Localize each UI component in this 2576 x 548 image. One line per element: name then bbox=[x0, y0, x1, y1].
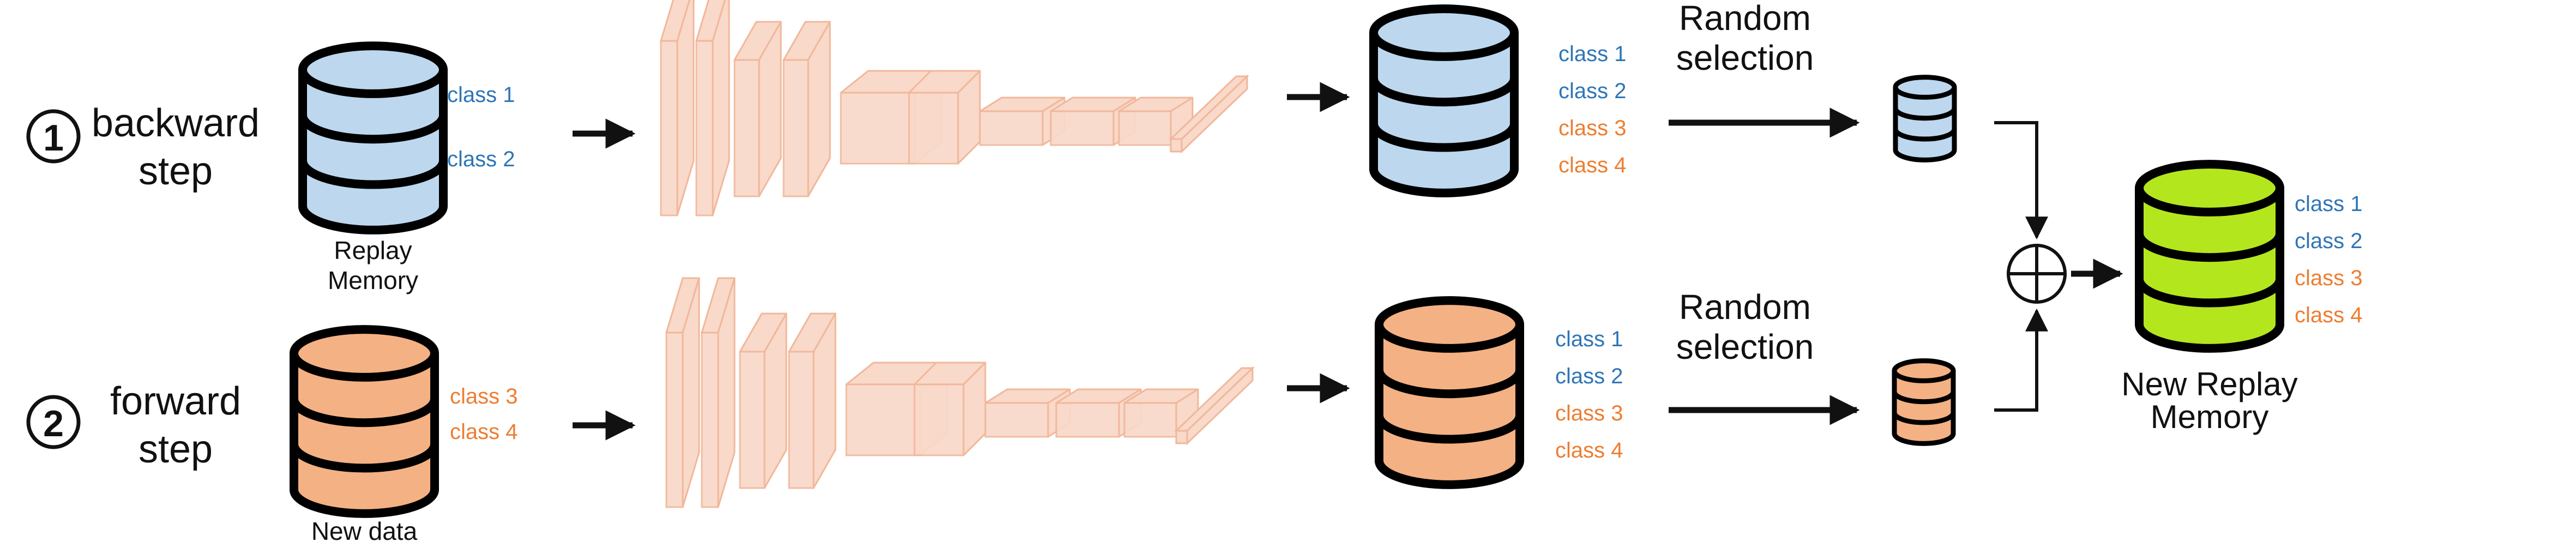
step-title-line2: step bbox=[139, 149, 213, 193]
network-layer-block bbox=[908, 70, 981, 165]
network-layer-block bbox=[979, 97, 1066, 146]
step-number: 1 bbox=[43, 117, 64, 159]
step-number-circle bbox=[26, 395, 81, 449]
step-number: 2 bbox=[43, 403, 64, 444]
output-class-label: class 4 bbox=[1558, 153, 1627, 177]
input-class-label: class 3 bbox=[450, 384, 518, 408]
selected-database-icon-top bbox=[1893, 75, 1957, 162]
output-class-label: class 4 bbox=[1555, 438, 1623, 462]
new-data-label: New data bbox=[311, 517, 418, 545]
network-layer-block bbox=[701, 277, 736, 508]
new-data-database-icon bbox=[290, 325, 439, 518]
connector-bottom-to-combine bbox=[1994, 308, 2048, 412]
result-class-label: class 2 bbox=[2295, 229, 2363, 253]
result-class-label: class 4 bbox=[2295, 303, 2363, 327]
output-class-label: class 1 bbox=[1558, 42, 1627, 66]
network-layer-block bbox=[783, 21, 831, 197]
network-output-layer bbox=[1169, 74, 1249, 154]
new-replay-memory-label-line1: New Replay bbox=[2121, 366, 2297, 402]
networks bbox=[660, 0, 1255, 508]
result-class-label: class 1 bbox=[2295, 192, 2363, 216]
databases bbox=[290, 4, 2284, 518]
step-number-circle bbox=[26, 109, 81, 164]
connector-top-to-combine bbox=[1994, 121, 2048, 240]
selected-database-icon-bottom bbox=[1892, 358, 1956, 446]
output-class-label: class 3 bbox=[1558, 116, 1627, 140]
network-layer-block bbox=[695, 0, 730, 216]
network-layer-block bbox=[665, 277, 700, 508]
new-replay-memory-database-icon bbox=[2135, 160, 2284, 353]
network-layer-block bbox=[739, 312, 787, 489]
arrows bbox=[573, 82, 2123, 441]
random-selection-label-line1: Random bbox=[1679, 0, 1811, 38]
network-output-layer bbox=[1174, 366, 1255, 445]
replay-memory-label-line2: Memory bbox=[328, 266, 418, 294]
input-class-label: class 1 bbox=[447, 83, 515, 107]
result-class-label: class 3 bbox=[2295, 266, 2363, 290]
step-title-line2: step bbox=[139, 427, 213, 471]
input-class-label: class 4 bbox=[450, 420, 518, 444]
input-class-label: class 2 bbox=[447, 147, 515, 171]
step-title-line1: backward bbox=[92, 101, 260, 145]
forward-network bbox=[665, 277, 1255, 508]
forward-step-label: 2 forward step bbox=[26, 380, 241, 471]
output-class-label: class 1 bbox=[1555, 327, 1623, 351]
backward-network bbox=[660, 0, 1249, 216]
network-layer-block bbox=[913, 362, 986, 456]
backward-step-label: 1 backward step bbox=[26, 101, 260, 193]
output-class-label: class 2 bbox=[1555, 364, 1623, 388]
random-selection-label-line2: selection bbox=[1676, 327, 1814, 366]
step-title-line1: forward bbox=[110, 380, 241, 423]
replay-memory-database-icon bbox=[298, 41, 448, 234]
output-database-icon-bottom bbox=[1375, 296, 1524, 489]
random-selection-label-line2: selection bbox=[1676, 38, 1814, 77]
new-replay-memory-label-line2: Memory bbox=[2151, 399, 2269, 435]
random-selection-label-line1: Random bbox=[1679, 287, 1811, 327]
combine-oplus-icon bbox=[2007, 244, 2067, 304]
replay-memory-label-line1: Replay bbox=[334, 236, 412, 264]
output-database-icon-top bbox=[1369, 4, 1519, 197]
network-layer-block bbox=[733, 21, 782, 197]
output-class-label: class 2 bbox=[1558, 79, 1627, 103]
output-class-label: class 3 bbox=[1555, 401, 1623, 425]
network-layer-block bbox=[660, 0, 695, 216]
network-layer-block bbox=[788, 312, 836, 489]
